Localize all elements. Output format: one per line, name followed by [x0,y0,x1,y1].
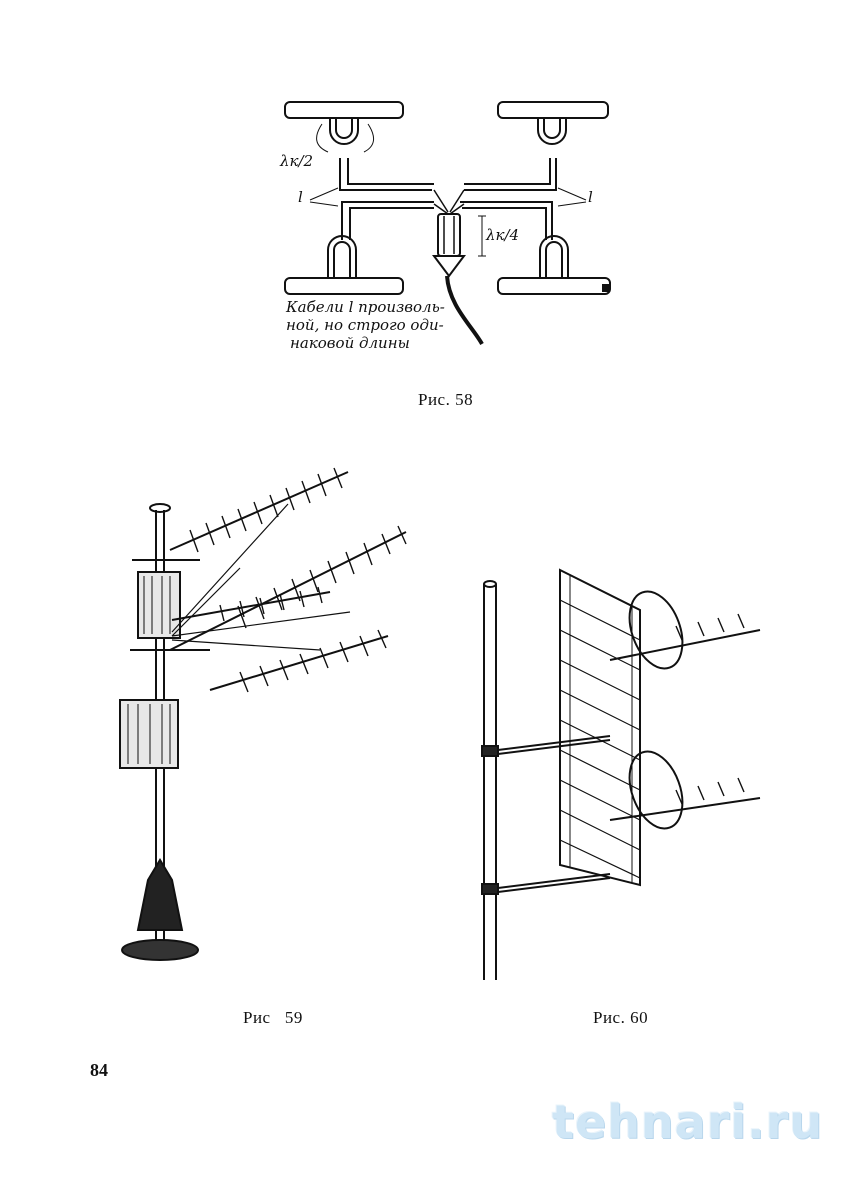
figure-60-illustration [481,568,761,980]
page-number: 84 [90,1060,108,1080]
cable-note-line-2: ной, но строго оди- [286,316,444,334]
label-lambda-half: λк/2 [280,152,314,170]
caption-fig-60: Рис. 60 [593,1008,649,1027]
label-l-left: l [298,188,303,206]
dipole-top-left [284,101,404,119]
caption-fig-58: Рис. 58 [418,390,474,409]
cable-note: Кабели l произволь- ной, но строго оди- … [286,298,445,352]
figure-59 [110,460,430,990]
dipole-top-right [497,101,609,119]
cable-note-line-3: наковой длины [290,334,410,352]
figure-58-diagram [284,101,611,345]
figure-58: λк/2 λк/4 l l Кабели l произволь- ной, н… [270,90,630,365]
cable-note-line-1: Кабели l произволь- [286,298,445,316]
watermark: tehnari.ru [552,1095,824,1149]
caption-fig-59: Рис 59 [243,1008,303,1027]
label-lambda-quarter: λк/4 [486,226,520,244]
dipole-bottom-left [284,277,404,295]
dipole-bottom-right [497,277,611,295]
figure-60 [460,560,780,990]
figure-59-illustration [119,467,407,961]
label-l-right: l [588,188,593,206]
